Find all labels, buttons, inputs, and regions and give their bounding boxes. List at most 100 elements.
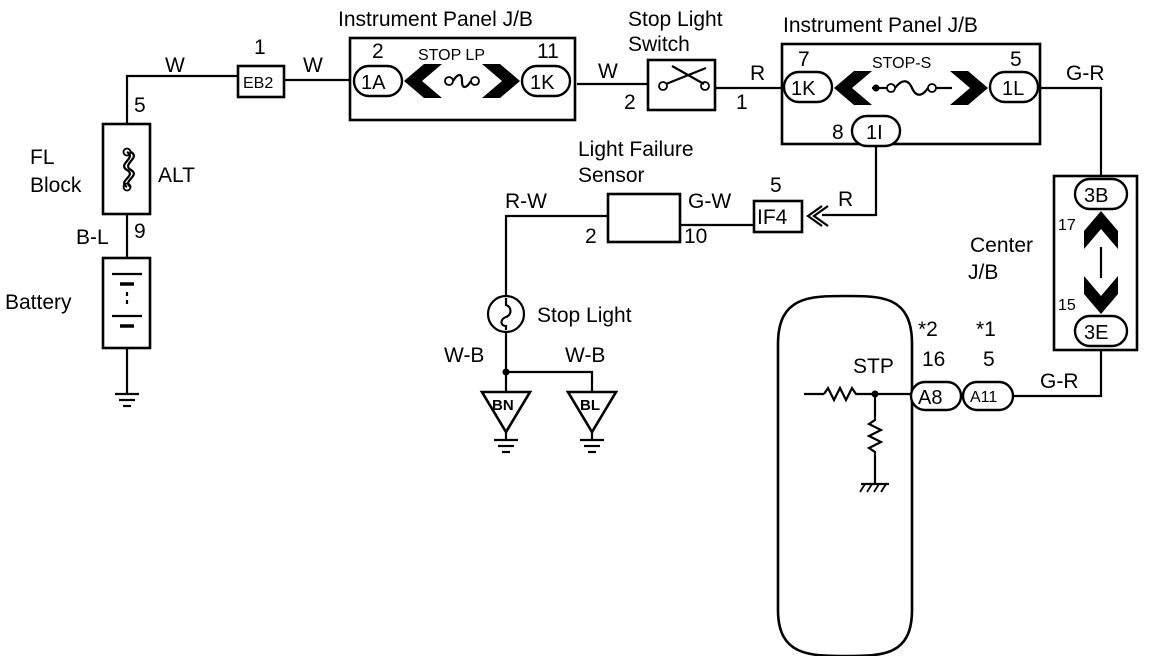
sensor-pin-right: 10 bbox=[684, 225, 707, 248]
wire-color-g-w: G-W bbox=[688, 190, 731, 213]
fusible-link-icon-2 bbox=[127, 151, 135, 188]
stop-s-fuse-icon bbox=[894, 80, 929, 96]
ecu-outline bbox=[776, 294, 914, 656]
connector-1k-right bbox=[782, 70, 834, 104]
switch-lever-icon bbox=[665, 66, 707, 86]
light-failure-sensor: Light Failure Sensor 2 10 R-W bbox=[505, 138, 707, 248]
sensor-box bbox=[606, 192, 682, 244]
if4-connector: IF4 5 R G-W bbox=[688, 174, 853, 234]
ground-bl-triangle bbox=[565, 390, 619, 435]
center-jb-title-1: Center bbox=[970, 234, 1033, 257]
wire-color-w-1: W bbox=[165, 54, 185, 77]
fl-block: FL Block ALT 5 9 B-L bbox=[30, 94, 195, 249]
wire-center-to-ecu bbox=[1013, 350, 1103, 398]
center-jb-down-chevron-icon bbox=[1084, 276, 1118, 314]
stop-light: Stop Light W-B W-B bbox=[444, 294, 632, 376]
if4-pin: 5 bbox=[770, 174, 782, 197]
wire-sensor-to-light bbox=[504, 214, 608, 296]
fuse-terminal-top bbox=[122, 147, 132, 157]
connector-3e bbox=[1073, 314, 1129, 348]
connector-3e-label: 3E bbox=[1084, 322, 1108, 344]
eb2-pin: 1 bbox=[254, 36, 266, 59]
connector-1a bbox=[352, 64, 404, 98]
sensor-label-1: Light Failure bbox=[578, 138, 694, 161]
connector-a11-label: A11 bbox=[970, 389, 997, 406]
ground-bl-label: BL bbox=[580, 397, 600, 414]
ground-junction-dot bbox=[502, 368, 510, 376]
stop-lp-label: STOP LP bbox=[418, 47, 485, 64]
stop-light-switch: Stop Light Switch 2 1 R bbox=[624, 8, 765, 114]
wire-color-w-b-2: W-B bbox=[565, 344, 605, 367]
sensor-label-2: Sensor bbox=[578, 164, 645, 187]
alt-fuse-label: ALT bbox=[158, 164, 195, 187]
ip-jb-left-pin-right: 11 bbox=[537, 40, 559, 63]
ecu-ground-hatch-3 bbox=[873, 483, 880, 493]
wire-jb-to-center bbox=[1040, 86, 1103, 176]
stop-lp-fuse-icon bbox=[452, 73, 472, 89]
a8-note: *2 bbox=[918, 318, 938, 341]
connector-1k-left bbox=[520, 64, 572, 98]
switch-label-2: Switch bbox=[628, 33, 690, 56]
connector-a11 bbox=[961, 380, 1015, 412]
switch-contact-left bbox=[658, 81, 668, 91]
switch-pin-right: 1 bbox=[736, 91, 748, 114]
ground-bn-label: BN bbox=[492, 397, 514, 414]
stop-lp-right-chevron-icon bbox=[482, 64, 520, 98]
connector-3b-label: 3B bbox=[1084, 185, 1108, 207]
wire-color-g-r-2: G-R bbox=[1040, 370, 1079, 393]
fl-pin-top: 5 bbox=[134, 94, 146, 117]
ecu-ground-hatch-4 bbox=[880, 483, 887, 493]
center-jb-pin-top: 17 bbox=[1058, 217, 1076, 234]
a11-pin: 5 bbox=[983, 348, 995, 371]
ip-jb-right-pin-right: 5 bbox=[1010, 48, 1022, 71]
if4-plug-icon bbox=[806, 205, 823, 227]
stop-s-right-chevron-icon bbox=[950, 71, 988, 105]
connector-a8-label: A8 bbox=[918, 387, 942, 409]
switch-label-1: Stop Light bbox=[628, 8, 723, 31]
sensor-pin-left: 2 bbox=[585, 225, 597, 248]
fl-block-label-1: FL bbox=[30, 146, 55, 169]
stop-light-filament-icon bbox=[500, 298, 512, 330]
ecu-resistor-v-icon bbox=[866, 394, 884, 484]
if4-box bbox=[752, 199, 804, 234]
battery: Battery bbox=[5, 256, 152, 408]
center-jb: 3B 3E 17 15 Center J/B G-R bbox=[968, 174, 1139, 393]
wire-color-r-1: R bbox=[750, 62, 765, 85]
connector-3b bbox=[1073, 177, 1129, 211]
wire-ground-branch bbox=[506, 370, 594, 392]
wire-jb-to-if4 bbox=[822, 146, 878, 217]
connector-1l-label: 1L bbox=[1002, 78, 1024, 100]
wire-color-w-3: W bbox=[598, 60, 618, 83]
stp-terminal-label: STP bbox=[853, 355, 894, 378]
eb2-connector: EB2 1 W W bbox=[165, 36, 323, 99]
switch-contact-right bbox=[700, 81, 710, 91]
connector-1k-left-label: 1K bbox=[530, 72, 555, 94]
fl-block-label-2: Block bbox=[30, 174, 82, 197]
wire-color-r-w: R-W bbox=[505, 190, 547, 213]
connector-a8 bbox=[909, 380, 963, 412]
fusible-link-icon bbox=[123, 151, 131, 188]
wire-color-w-b-1: W-B bbox=[444, 344, 484, 367]
ground-points: BN BL bbox=[479, 390, 619, 454]
a8-pin: 16 bbox=[922, 348, 945, 371]
ip-jb-right: Instrument Panel J/B 1K 7 1L 5 1I 8 STOP… bbox=[780, 14, 1105, 148]
center-jb-pin-bottom: 15 bbox=[1058, 297, 1076, 314]
fl-pin-bottom: 9 bbox=[134, 220, 146, 243]
switch-lever-icon-2 bbox=[671, 65, 705, 85]
stop-lp-left-chevron-icon bbox=[404, 64, 442, 98]
if4-plug-icon-2 bbox=[812, 205, 829, 227]
connector-1l bbox=[988, 70, 1040, 104]
connector-1i bbox=[850, 114, 902, 148]
eb2-label: EB2 bbox=[243, 75, 273, 92]
ecu: A8 A11 *2 16 *1 5 STP bbox=[776, 294, 1015, 656]
connector-1a-label: 1A bbox=[361, 72, 386, 94]
stop-light-label: Stop Light bbox=[537, 304, 632, 327]
wire-alt-to-eb2 bbox=[125, 74, 238, 124]
connector-1k-right-label: 1K bbox=[791, 78, 816, 100]
battery-label: Battery bbox=[5, 291, 72, 314]
ecu-ground-hatch-1 bbox=[859, 483, 866, 493]
wire-color-b-l: B-L bbox=[76, 226, 109, 249]
wire-color-g-r-1: G-R bbox=[1066, 62, 1105, 85]
stop-s-label: STOP-S bbox=[872, 55, 931, 72]
